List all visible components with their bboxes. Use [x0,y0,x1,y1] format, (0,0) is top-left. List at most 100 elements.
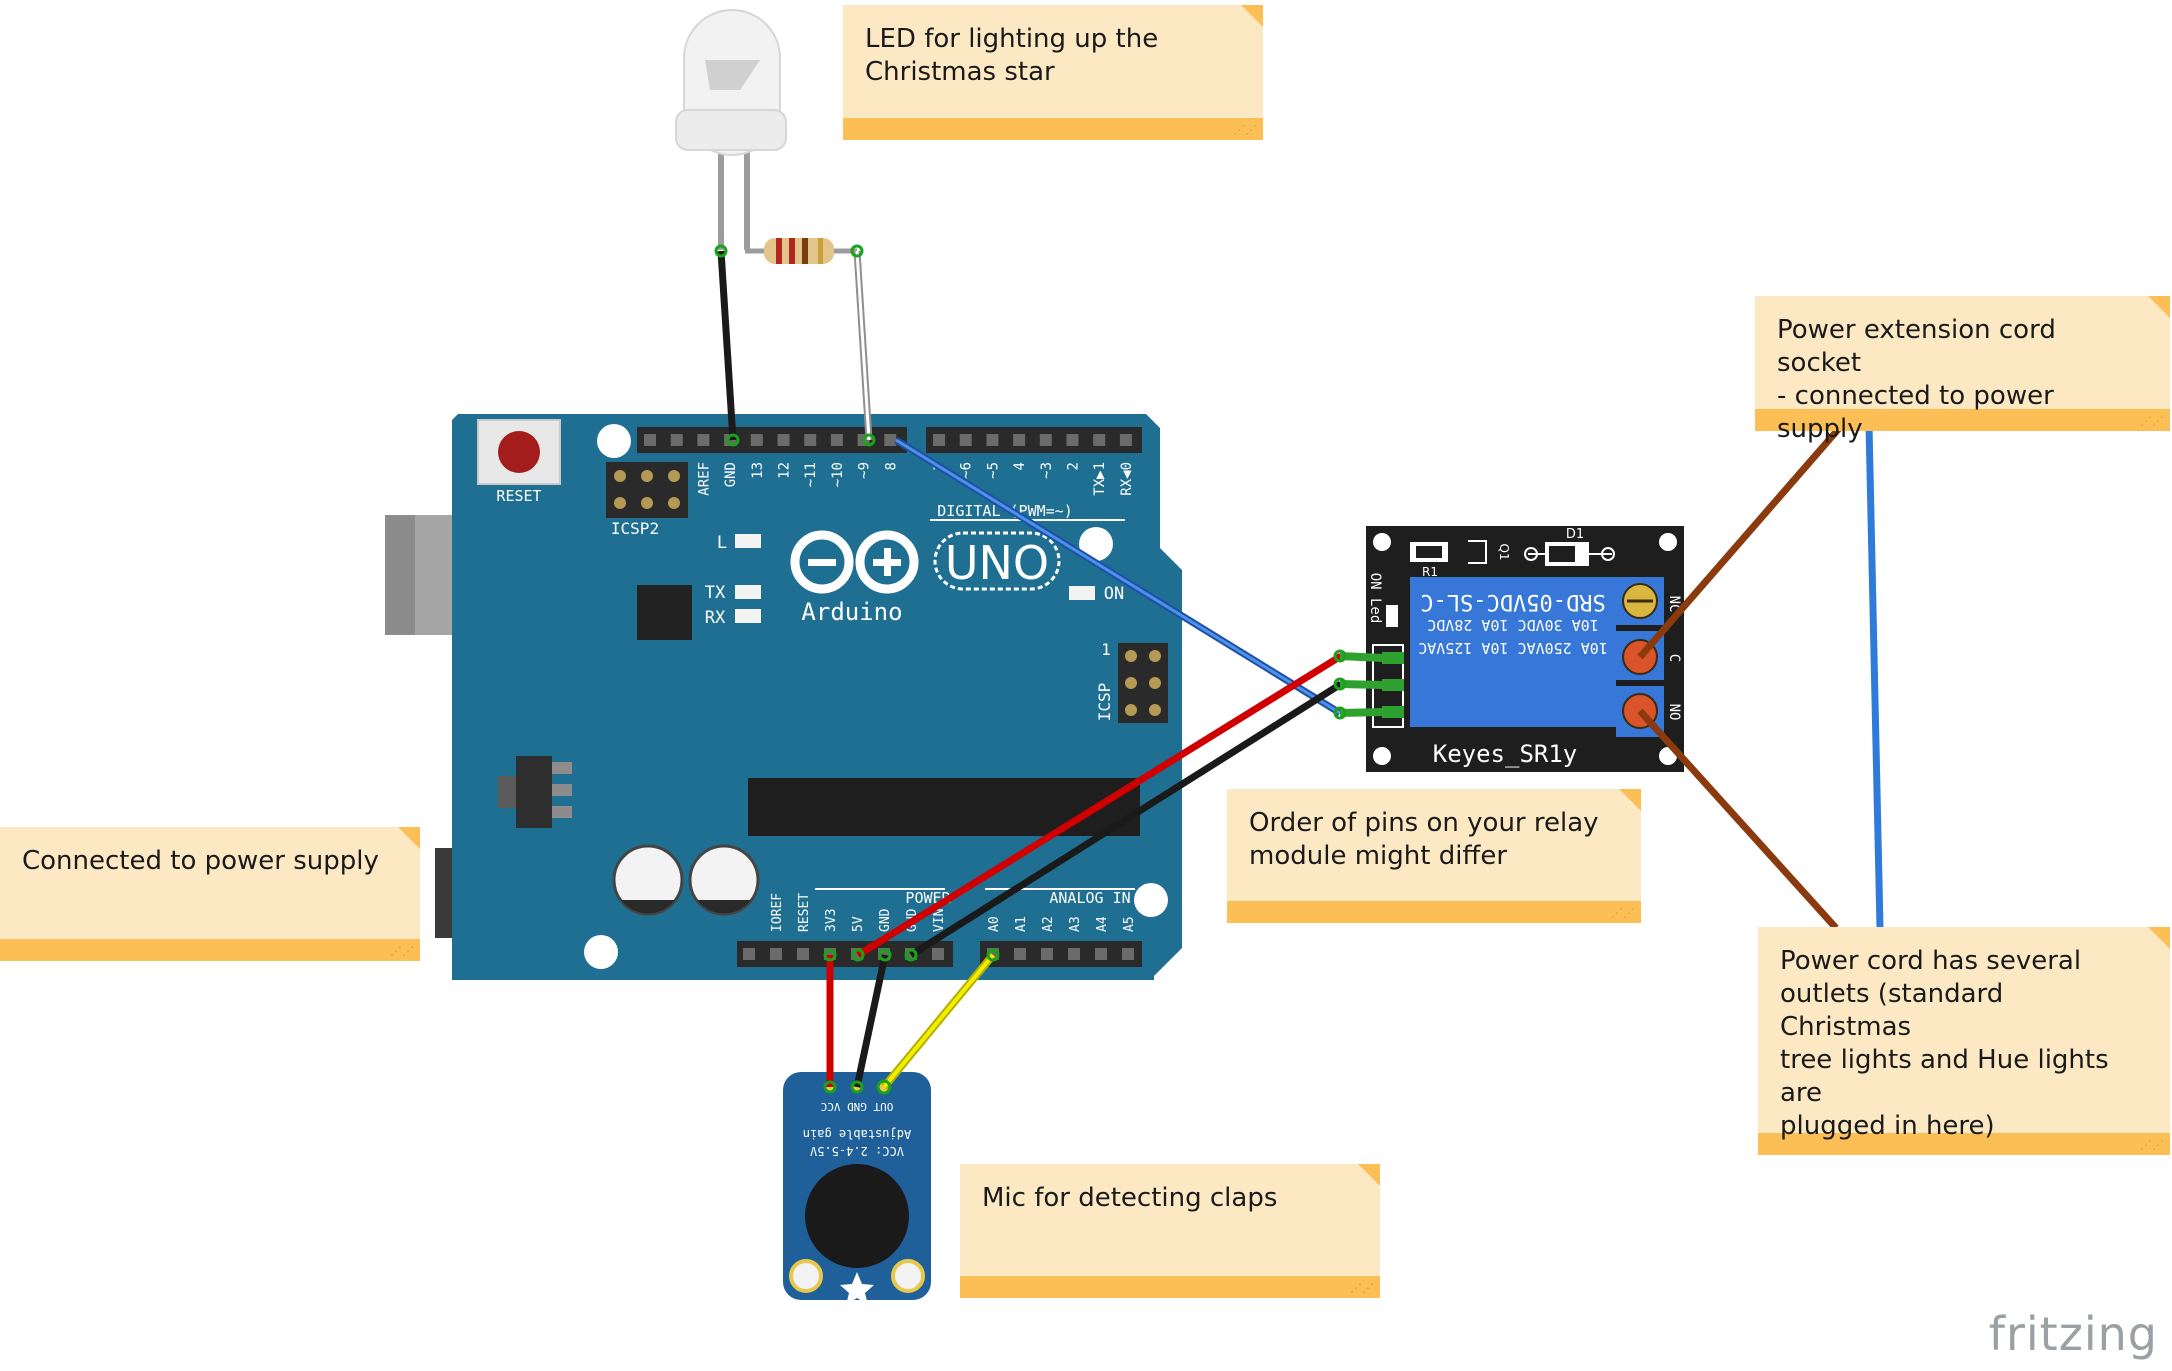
header-pin [644,434,656,446]
mount-hole [597,424,631,458]
header-pin [1119,434,1132,446]
relay-name-label: Keyes_SR1y [1433,740,1578,768]
note-power-supply-text: Connected to power supply [22,846,379,876]
digital-pin-label: 8 [883,462,899,470]
led-rx [735,609,761,623]
brand-label: Arduino [801,598,902,626]
relay-rating1: 10A 250VAC 10A 125VAC [1418,639,1608,657]
wire-gnd-relay-gnd [909,681,1343,958]
icsp-header [1118,643,1168,723]
power-analog-pin-label: IOREF [770,893,785,932]
digital-pin-label: 2 [1066,462,1082,470]
led-tx-label: TX [705,583,726,603]
wire-gnd-mic-gnd [853,954,889,1088]
header-pin [670,434,683,446]
uno-badge [933,531,1061,591]
digital-pin-label: ~5 [985,462,1001,479]
header-pin [830,434,843,446]
note-relay-order: ⋰⋰ Order of pins on your relay module mi… [1227,789,1641,923]
icsp-one-label: 1 [1101,640,1111,659]
power-analog-pin-label: A2 [1041,916,1056,932]
digital-pin-label: AREF [696,462,712,496]
power-analog-pin-label: A4 [1095,916,1110,932]
atmega-chip [748,778,1140,836]
digital-header-right [926,427,1142,453]
header-pin [804,434,817,446]
note-power-cord-text: Power cord has several outlets (standard… [1780,946,2109,1141]
digital-pin-label: ~11 [803,462,819,487]
on-led-label: ON Led [1367,573,1383,624]
mount-hole [1134,883,1168,917]
note-power-supply: ⋰⋰ Connected to power supply [0,827,420,961]
power-analog-pin-label: A1 [1014,916,1029,932]
relay-part-label: SRD-05VDC-SL-C [1420,589,1605,614]
header-pin [1095,948,1107,960]
icsp2-label: ICSP2 [611,519,659,538]
header-pin [1014,948,1026,960]
digital-pin-label: ~9 [857,462,873,479]
header-pin [1013,434,1026,446]
wire-5v-relay-vcc [856,653,1343,958]
note-mic: ⋰⋰ Mic for detecting claps [960,1164,1380,1298]
transistor-q1 [1468,540,1487,564]
note-power-socket: ⋰⋰ Power extension cord socket - connect… [1755,296,2170,444]
header-pin [884,434,897,446]
header-pin [1066,434,1079,446]
wire-relay-no-outlets [1637,708,1839,931]
on-led [1386,605,1398,627]
relay-rating2: 10A 30VDC 10A 28VDC [1427,616,1599,634]
digital-pin-label: ~10 [830,462,846,487]
power-analog-pin-label: 3V3 [824,909,839,932]
header-pin [1122,948,1134,960]
capacitor [688,844,760,916]
digital-pin-label: ~3 [1039,462,1055,479]
power-analog-pin-label: 5V [851,916,866,932]
capacitor [612,844,684,916]
terminal-label-c: C [1666,654,1682,662]
note-power-cord: ⋰⋰ Power cord has several outlets (stand… [1758,927,2170,1155]
header-pin [986,434,999,446]
header-pin [959,434,972,446]
digital-pin-label: 4 [1012,462,1028,470]
r1-label: R1 [1422,565,1438,579]
adafruit-star-icon [840,1272,874,1305]
icsp-label: ICSP [1095,683,1114,722]
mount-hole [584,935,618,969]
header-pin [1039,434,1052,446]
mic-gain-label: Adjustable gain [803,1127,911,1141]
chip-small [637,585,692,640]
digital-pin-label: TX▶1 [1092,462,1108,496]
header-pin [743,948,755,960]
digital-pin-label: 13 [750,462,766,479]
led-on-label: ON [1104,584,1124,604]
header-pin [770,948,782,960]
model-label: UNO [945,536,1049,590]
mic-vcc-label: VCC: 2.4-5.5V [810,1144,904,1158]
wire-led-gnd [717,250,737,441]
analog-header [980,941,1142,967]
mount-hole [1079,527,1113,561]
relay-module: SRD-05VDC-SL-C 10A 250VAC 10A 125VAC 10A… [1366,526,1684,772]
header-pin [777,434,790,446]
terminal-label-no: NO [1666,704,1682,721]
digital-pin-label: ~6 [959,462,975,479]
note-mic-text: Mic for detecting claps [982,1183,1278,1213]
digital-pin-label: 12 [777,462,793,479]
digital-pin-label: RX◀0 [1119,462,1135,496]
arduino-logo-icon [790,530,919,594]
header-pin [1068,948,1080,960]
board-outline [452,414,1182,980]
icsp2-header [606,462,688,518]
mic-pins-label: OUT GND VCC [821,1100,894,1113]
led-component [675,9,787,250]
voltage-regulator [516,756,552,828]
mic-capsule [805,1164,909,1268]
power-analog-pin-label: A0 [987,916,1002,932]
diode-d1 [1524,542,1615,566]
note-led: ⋰⋰ LED for lighting up the Christmas sta… [843,5,1263,140]
digital-pin-label: GND [723,462,739,487]
fritzing-logo: fritzing [1988,1307,2158,1361]
relay-coil [1410,577,1616,727]
note-led-text: LED for lighting up the Christmas star [865,24,1159,87]
mic-module: OUT GND VCC Adjustable gain VCC: 2.4-5.5… [783,1072,931,1305]
